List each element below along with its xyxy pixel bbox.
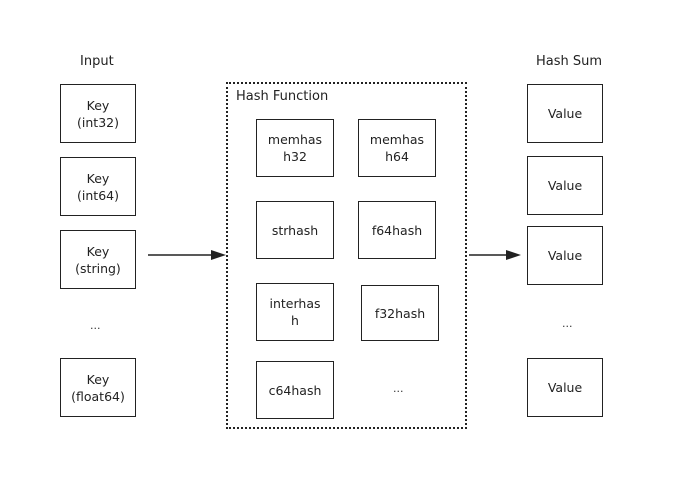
key-type: (float64): [71, 388, 125, 404]
key-type: (string): [75, 260, 121, 276]
func-label-line2: h32: [283, 149, 307, 164]
value-label: Value: [547, 178, 583, 193]
hash-func-interhash: interhas h: [256, 283, 334, 341]
key-label: Key: [86, 97, 110, 113]
hash-sum-value-3: Value: [527, 226, 603, 285]
input-key-int64: Key(int64): [60, 157, 136, 216]
hash-function-title: Hash Function: [236, 89, 329, 104]
func-label-line2: h64: [385, 149, 409, 164]
value-label: Value: [547, 106, 583, 121]
arrow-input-to-hash: [148, 250, 226, 260]
key-type: (int32): [77, 114, 119, 130]
key-label: Key: [86, 170, 110, 186]
func-label-line1: f64hash: [371, 222, 423, 238]
arrow-hash-to-sum: [469, 250, 521, 260]
key-label: Key: [86, 243, 110, 259]
func-label-line1: c64hash: [268, 382, 322, 398]
key-label: Key: [86, 371, 110, 387]
input-title: Input: [80, 54, 114, 69]
value-label: Value: [547, 380, 583, 395]
hash-sum-ellipsis: ...: [562, 317, 573, 330]
input-ellipsis: ...: [90, 319, 101, 332]
func-label-line1: strhash: [271, 222, 319, 238]
input-key-int32: Key(int32): [60, 84, 136, 143]
hash-sum-value-1: Value: [527, 84, 603, 143]
func-label-line2: h: [291, 313, 299, 328]
value-label: Value: [547, 248, 583, 263]
hash-sum-value-2: Value: [527, 156, 603, 215]
hash-func-f64hash: f64hash: [358, 201, 436, 259]
input-key-string: Key(string): [60, 230, 136, 289]
key-type: (int64): [77, 187, 119, 203]
input-key-float64: Key(float64): [60, 358, 136, 417]
hash-func-memhash32: memhas h32: [256, 119, 334, 177]
hash-func-strhash: strhash: [256, 201, 334, 259]
func-label-line1: interhas: [269, 296, 321, 311]
hash-function-frame: [226, 82, 467, 429]
hash-sum-value-4: Value: [527, 358, 603, 417]
func-label-line1: f32hash: [374, 305, 426, 321]
hash-function-ellipsis: ...: [393, 382, 404, 395]
hash-func-c64hash: c64hash: [256, 361, 334, 419]
func-label-line1: memhas: [267, 132, 323, 147]
hash-func-memhash64: memhas h64: [358, 119, 436, 177]
hash-func-f32hash: f32hash: [361, 285, 439, 341]
hash-sum-title: Hash Sum: [536, 54, 603, 69]
func-label-line1: memhas: [369, 132, 425, 147]
